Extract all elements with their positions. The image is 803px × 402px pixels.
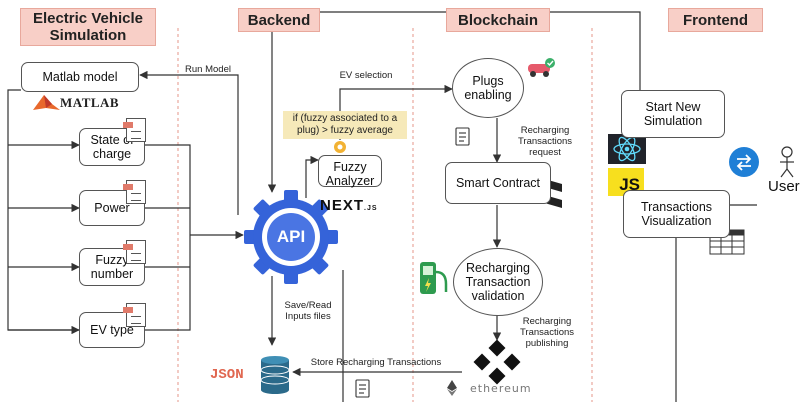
ev-selection-label: EV selection [339,70,393,81]
ethereum-diamond-icon [447,380,457,396]
fuzzy-analyzer-box: Fuzzy Analyzer [318,155,382,188]
ethereum-logo: ethereum [470,382,532,395]
file-icon-soc [123,118,146,142]
simulation-connectors [7,89,244,335]
header-ev-simulation: Electric Vehicle Simulation [20,8,156,46]
user-label: User [768,178,800,195]
transactions-visualization-box: Transactions Visualization [623,190,730,238]
header-backend: Backend [238,8,320,32]
receipt-icon-request [455,127,470,146]
run-model-label: Run Model [185,64,231,75]
store-tx-label: Store Recharging Transactions [310,357,442,368]
nextjs-logo: NEXT.JS [320,197,378,214]
matlab-model-box: Matlab model [21,62,139,92]
recharging-publishing-label: Recharging Transactions publishing [519,316,575,349]
recharging-validation-node: Recharging Transaction validation [453,248,543,316]
fuzzy-number-box: Fuzzy number [79,248,145,286]
start-new-simulation-box: Start New Simulation [621,90,725,138]
fuzzy-condition-note: if (fuzzy associated to a plug) > fuzzy … [283,111,407,139]
file-icon-fuzzy [123,240,146,264]
json-logo: JSON [210,367,244,383]
matlab-icon [33,95,60,110]
database-icon [260,356,290,394]
plugs-enabling-node: Plugs enabling [452,58,524,118]
user-icon [780,146,794,178]
charging-station-icon [420,262,448,294]
save-read-label: Save/Read Inputs files [284,300,332,322]
fuzzy-gear-icon [334,141,346,153]
api-fuzzy-connector [305,155,319,198]
file-icon-power [123,180,146,204]
header-blockchain: Blockchain [446,8,550,32]
api-gear-icon [244,190,338,284]
api-label: API [276,227,306,246]
ev-car-icon [528,58,555,77]
recharging-request-label: Recharging Transactions request [517,125,573,158]
smart-contract-box: Smart Contract [445,162,551,204]
exchange-icon [729,147,759,177]
matlab-logo: MATLAB [60,95,120,110]
run-model-connector [139,70,239,215]
react-icon [608,134,646,164]
file-icon-evtype [123,303,146,327]
receipt-icon-store [355,379,370,398]
header-frontend: Frontend [668,8,763,32]
